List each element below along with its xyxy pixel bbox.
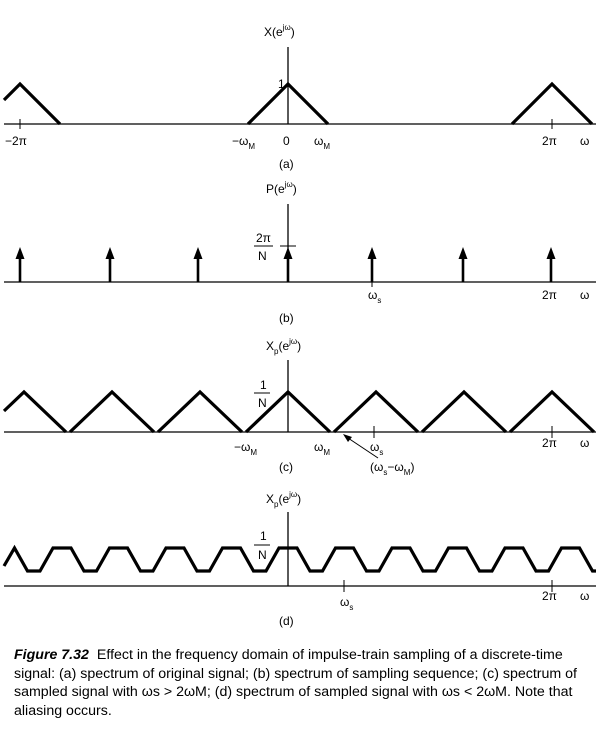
panel-c-spectrum-replicas (2, 389, 596, 434)
figure-number: Figure 7.32 (14, 647, 89, 663)
panel-b-amplitude-numerator: 2π (256, 231, 271, 245)
sampling-spectra-figure: X(ejω) 1 −2π −ωM 0 ωM 2π ω (a) P(ejω) 2π… (2, 23, 596, 628)
panel-b-impulse-arrowhead-4 (283, 247, 293, 259)
panel-c-label-omega: ω (580, 436, 589, 450)
panel-b-impulse-arrowhead-3 (193, 247, 203, 259)
panel-c-amplitude-denominator: N (258, 396, 267, 410)
panel-d: Xp(ejω) 1 N ωs 2π ω (d) (2, 490, 596, 628)
panel-c-annotation-arrow (344, 435, 379, 459)
panel-a-label-omega: ω (580, 134, 589, 148)
panel-d-amplitude-denominator: N (258, 548, 267, 562)
panel-b: P(ejω) 2π N ωs 2π ω (b) (4, 180, 596, 325)
panel-c-replica-1 (2, 389, 68, 434)
panel-a-label-omega-m: ωM (314, 134, 330, 151)
panel-c-annotation-label: (ωs−ωM) (370, 460, 414, 477)
panel-a: X(ejω) 1 −2π −ωM 0 ωM 2π ω (a) (2, 23, 596, 171)
panel-b-impulse-arrowhead-6 (458, 247, 468, 259)
panel-c: Xp(ejω) 1 N −ωM ωM ωs 2π ω (c) (ωs−ωM) (2, 337, 596, 477)
panel-a-label-two-pi: 2π (542, 134, 557, 148)
panel-d-amplitude-numerator: 1 (260, 529, 267, 543)
panel-c-label-omega-s: ωs (370, 440, 383, 457)
panel-c-label-two-pi: 2π (542, 436, 557, 450)
panel-a-peak-label: 1 (278, 77, 285, 91)
panel-a-id: (a) (279, 157, 294, 171)
panel-c-replica-7 (508, 389, 596, 434)
panel-b-impulse-arrowhead-7 (546, 247, 556, 259)
panel-b-impulse-arrowhead-1 (15, 247, 25, 259)
panel-c-replica-2 (68, 389, 156, 434)
panel-b-impulse-arrowhead-5 (367, 247, 377, 259)
panel-d-aliased-spectrum (2, 544, 596, 573)
panel-b-amplitude-denominator: N (258, 249, 267, 263)
panel-c-replica-4 (244, 389, 332, 434)
panel-b-label-omega-s: ωs (368, 288, 381, 305)
panel-a-label-neg-two-pi: −2π (5, 134, 27, 148)
panel-d-title: Xp(ejω) (266, 490, 301, 509)
panel-b-impulse-train (15, 247, 556, 282)
panel-a-label-zero: 0 (283, 134, 290, 148)
panel-c-title: Xp(ejω) (266, 337, 301, 356)
panel-c-label-neg-omega-m: −ωM (234, 440, 257, 457)
panel-b-impulse-arrowhead-2 (105, 247, 115, 259)
panel-a-label-neg-omega-m: −ωM (232, 134, 255, 151)
panel-d-label-two-pi: 2π (542, 589, 557, 603)
panel-c-replica-6 (420, 389, 508, 434)
panel-b-title: P(ejω) (266, 180, 297, 196)
panel-b-label-two-pi: 2π (542, 288, 557, 302)
panel-a-spectrum-right-triangle (510, 81, 594, 126)
panel-c-id: (c) (279, 460, 293, 474)
panel-c-amplitude-numerator: 1 (260, 378, 267, 392)
panel-a-spectrum-left-triangle (2, 81, 62, 126)
panel-b-label-omega: ω (580, 288, 589, 302)
panel-d-id: (d) (279, 614, 294, 628)
panel-a-title: X(ejω) (264, 23, 295, 39)
panel-c-replica-3 (156, 389, 244, 434)
panel-d-label-omega-s: ωs (340, 595, 353, 612)
panel-d-label-omega: ω (580, 589, 589, 603)
panel-b-id: (b) (279, 311, 294, 325)
panel-c-replica-5 (332, 389, 420, 434)
panel-c-label-omega-m: ωM (314, 440, 330, 457)
panel-c-annotation-arrowhead (343, 434, 352, 442)
panel-a-spectrum-center-triangle (246, 81, 330, 126)
figure-caption-text: Effect in the frequency domain of impuls… (14, 647, 578, 719)
